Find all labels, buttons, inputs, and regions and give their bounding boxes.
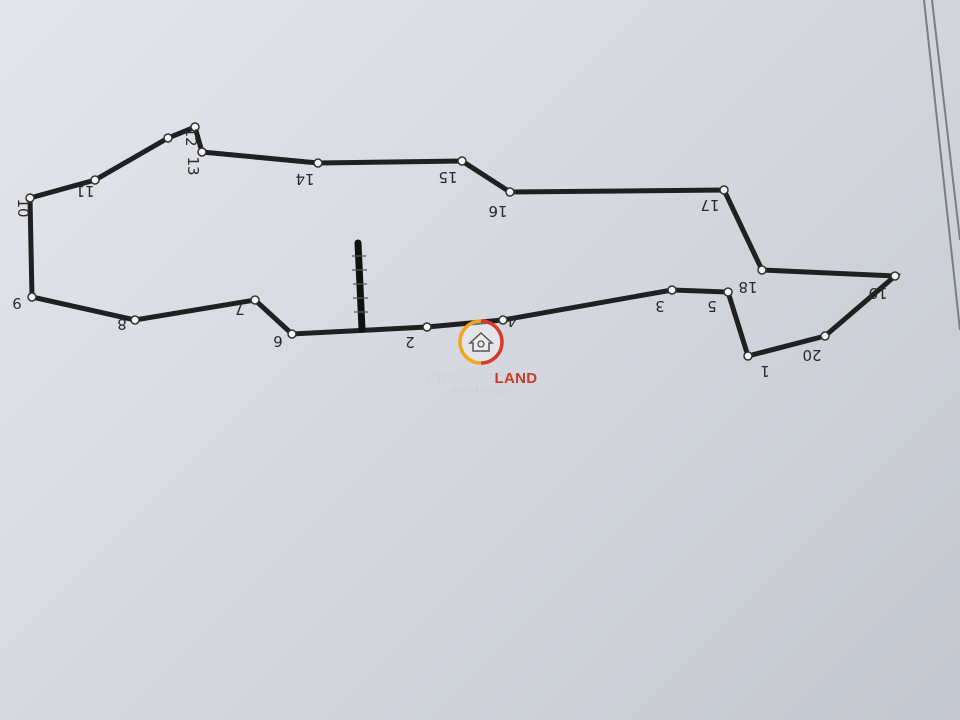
vertex-point (719, 185, 729, 195)
vertex-label: 14 (295, 170, 314, 188)
vertex-label: 13 (184, 156, 202, 175)
access-marker (352, 239, 368, 333)
logo-word-land: LAND (494, 370, 538, 387)
vertex-point (25, 193, 35, 203)
vertex-point (457, 156, 467, 166)
vertex-label: 16 (488, 202, 507, 220)
vertex-label: 12 (182, 127, 200, 146)
vertex-label: 9 (12, 294, 22, 312)
vertex-point (27, 292, 37, 302)
vertex-point (757, 265, 767, 275)
vertex-label: 20 (802, 346, 821, 364)
vertex-label: 4 (507, 312, 517, 330)
vertex-labels: 1 2 3 4 5 6 7 8 9 10 11 15 12 13 14 16 1… (12, 127, 887, 380)
vertex-point (313, 158, 323, 168)
vertex-point (667, 285, 677, 295)
logo-tagline: O VIAȚĂ FERICITĂ (451, 388, 513, 395)
sheet-edge (923, 0, 960, 331)
vertex-label: 5 (707, 297, 717, 315)
vertex-point (743, 351, 753, 361)
parcel-boundary (27, 123, 902, 360)
vertex-point (505, 187, 515, 197)
vertex-label: 1 (760, 362, 770, 380)
vertex-point (422, 322, 432, 332)
vertex-label: 19 (868, 284, 887, 302)
vertex-label: 7 (235, 300, 245, 318)
vertex-label: 10 (14, 198, 32, 217)
vertex-label: 17 (700, 196, 719, 214)
vertex-label: 2 (405, 333, 415, 351)
vertex-label: 8 (117, 315, 127, 333)
logo-wordmark: PRACTICLAND (424, 370, 540, 387)
vertex-point (890, 271, 900, 281)
vertex-point (723, 287, 733, 297)
access-marker-line (354, 239, 366, 333)
vertex-point (820, 331, 830, 341)
vertex-label: 18 (738, 278, 757, 296)
vertex-point (250, 295, 260, 305)
vertex-label: 15 (438, 168, 457, 186)
logo-word-practic: PRACTIC (426, 370, 495, 387)
vertex-point (197, 147, 207, 157)
vertex-points (25, 122, 900, 361)
practicland-watermark: PRACTICLAND O VIAȚĂ FERICITĂ (424, 318, 540, 398)
vertex-label: 6 (273, 332, 283, 350)
sheet-edge (931, 0, 960, 241)
vertex-label: 3 (655, 297, 665, 315)
vertex-label: 11 (75, 182, 94, 200)
house-logo-icon (458, 319, 504, 365)
vertex-point (163, 133, 173, 143)
vertex-point (90, 175, 100, 185)
vertex-point (498, 315, 508, 325)
vertex-point (130, 315, 140, 325)
vertex-point (287, 329, 297, 339)
vertex-point (190, 122, 200, 132)
